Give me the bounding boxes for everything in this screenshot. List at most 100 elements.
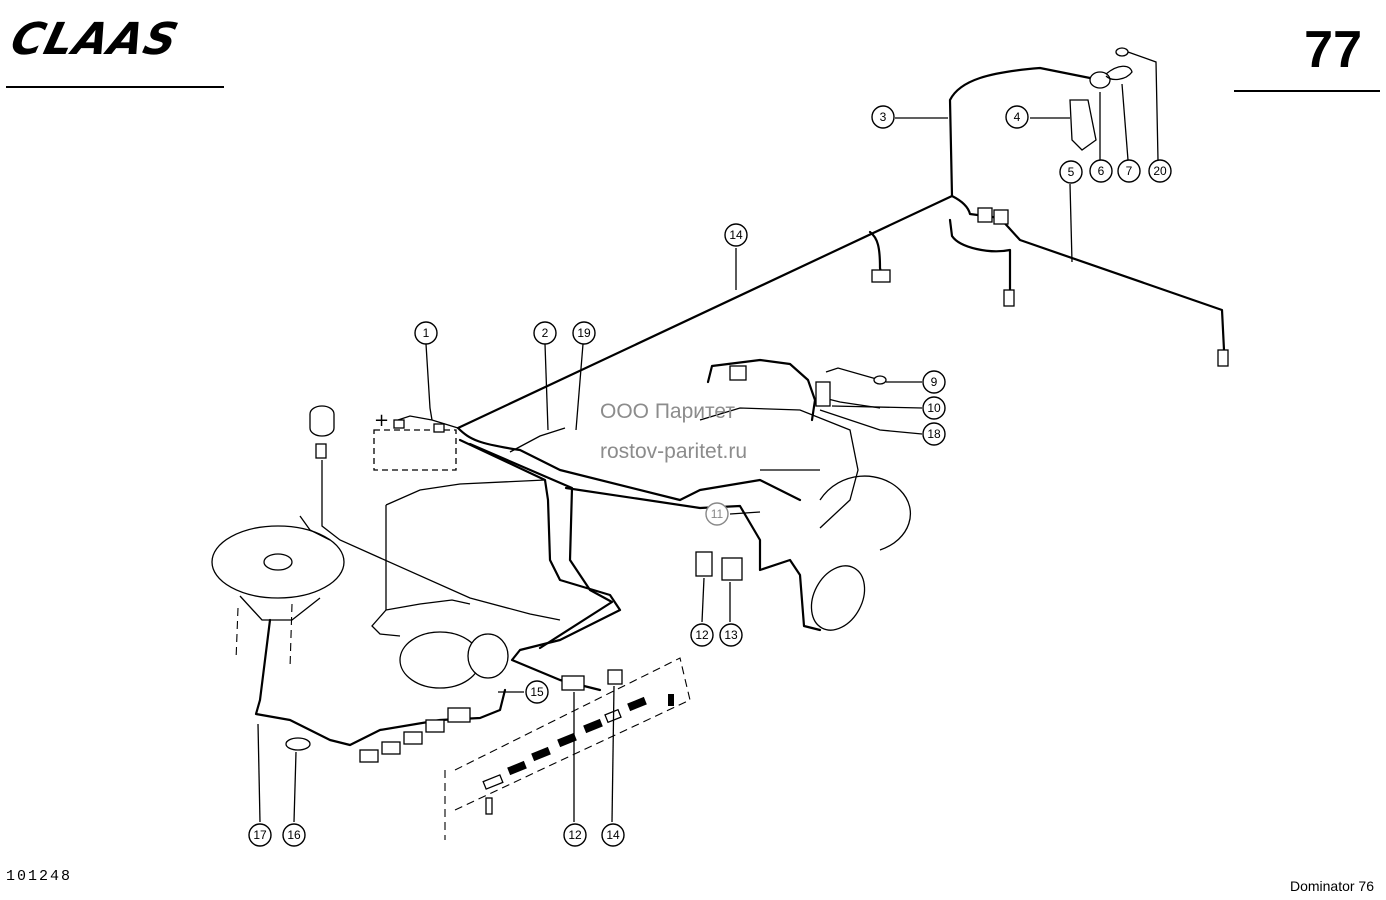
callout-9: 9 [922, 370, 946, 394]
socket-6 [1089, 71, 1111, 89]
callout-10: 10 [922, 396, 946, 420]
wire-to-9 [825, 367, 881, 381]
connector-right-d [1217, 349, 1229, 367]
svg-text:9: 9 [931, 375, 938, 389]
sender-10 [815, 381, 831, 407]
battery-terminal [393, 419, 405, 429]
main-harness [456, 194, 954, 502]
battery-plus-sign: + [374, 410, 389, 431]
gauge-dial [810, 565, 866, 631]
callout-2: 2 [533, 321, 557, 345]
svg-text:14: 14 [729, 228, 743, 242]
svg-text:2: 2 [542, 326, 549, 340]
ring-9 [873, 375, 887, 385]
wire-to-20 [1105, 65, 1133, 81]
callout-1: 1 [414, 321, 438, 345]
svg-text:17: 17 [253, 828, 267, 842]
connector-17 [315, 443, 327, 459]
leader-5 [1069, 183, 1073, 263]
svg-text:3: 3 [880, 110, 887, 124]
svg-text:11: 11 [711, 507, 724, 521]
connector-right-c [1003, 289, 1015, 307]
callout-14-bottom: 14 [601, 823, 625, 847]
connector-14-bottom [607, 669, 623, 685]
svg-text:19: 19 [577, 326, 591, 340]
harness-right-loop [706, 358, 817, 422]
cabin-frame [385, 479, 546, 611]
engine-wheel [819, 475, 911, 551]
svg-text:14: 14 [606, 828, 620, 842]
callout-13: 13 [719, 623, 743, 647]
connector-cluster-e [447, 707, 471, 723]
callout-3: 3 [871, 105, 895, 129]
callout-16: 16 [282, 823, 306, 847]
leader-19 [575, 343, 584, 431]
callout-20: 20 [1148, 159, 1172, 183]
fan-housing-2 [467, 633, 509, 679]
instrument-panel [482, 694, 674, 815]
steering-column-outline [235, 603, 293, 669]
harness-upper-loop [948, 66, 1102, 198]
leader-16 [293, 751, 297, 823]
callout-4: 4 [1005, 105, 1029, 129]
callout-12-top: 12 [690, 623, 714, 647]
harness-branch-right [950, 194, 1226, 352]
steering-wheel [211, 525, 345, 599]
connector-engine [729, 365, 747, 381]
battery-terminal-2 [433, 423, 445, 433]
steering-hub [263, 553, 293, 571]
connector-cluster-a [359, 749, 379, 763]
svg-text:13: 13 [724, 628, 738, 642]
header-rule-left [6, 86, 224, 88]
connector-right-b [993, 209, 1009, 225]
connector-cluster-c [403, 731, 423, 745]
svg-text:4: 4 [1014, 110, 1021, 124]
leader-1 [425, 343, 433, 421]
harness-steering [254, 618, 507, 747]
callout-14-top: 14 [724, 223, 748, 247]
connector-12-bottom [561, 675, 585, 691]
harness-dashboard [458, 438, 622, 692]
leader-2 [544, 343, 549, 431]
leader-11 [729, 511, 761, 515]
ring-20 [1115, 47, 1129, 57]
lamp-4 [1069, 99, 1097, 151]
leader-14-bottom [611, 685, 615, 823]
callout-19: 19 [572, 321, 596, 345]
svg-text:7: 7 [1126, 164, 1133, 178]
leader-7 [1121, 83, 1129, 161]
harness-dashboard-2 [468, 442, 614, 650]
signal-wire-left [321, 460, 561, 621]
engine-block [699, 407, 859, 529]
svg-text:6: 6 [1098, 164, 1105, 178]
connector-right-a [977, 207, 993, 223]
callout-15: 15 [525, 680, 549, 704]
harness-side [948, 218, 1012, 302]
svg-text:16: 16 [287, 828, 301, 842]
callout-7: 7 [1117, 159, 1141, 183]
leader-17 [257, 723, 261, 823]
callout-12-bottom: 12 [563, 823, 587, 847]
page-number: 77 [1304, 21, 1362, 79]
connector-12-top [695, 551, 713, 577]
callout-6: 6 [1089, 159, 1113, 183]
cap [309, 405, 335, 437]
svg-text:12: 12 [695, 628, 709, 642]
svg-text:18: 18 [927, 427, 941, 441]
svg-text:15: 15 [530, 685, 544, 699]
svg-text:20: 20 [1153, 164, 1167, 178]
connector-cluster-d [425, 719, 445, 733]
connector-13 [721, 557, 743, 581]
connector-cluster-b [381, 741, 401, 755]
callout-11: 11 [705, 502, 729, 526]
leader-10 [831, 405, 923, 409]
svg-text:1: 1 [423, 326, 430, 340]
battery [373, 429, 457, 471]
header-rule-right [1234, 90, 1380, 92]
connector-14-top [871, 269, 891, 283]
watermark-company: ООО Паритет [600, 400, 736, 423]
callout-5: 5 [1059, 160, 1083, 184]
callout-17: 17 [248, 823, 272, 847]
